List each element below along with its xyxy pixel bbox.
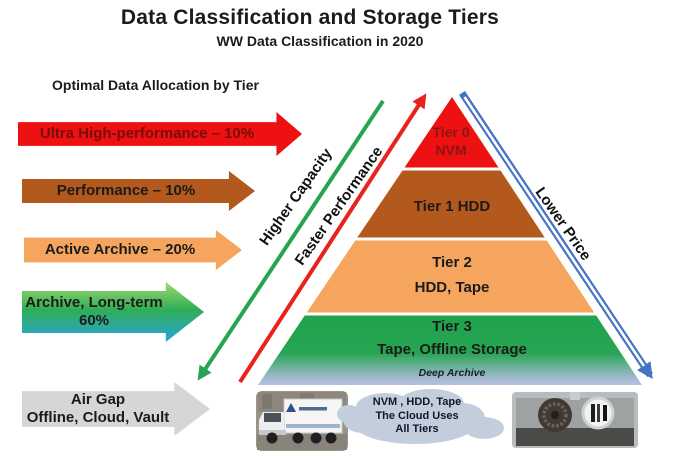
arrow-label-line2: Offline, Cloud, Vault bbox=[26, 409, 170, 426]
arrow-label: Ultra High-performance – 10% bbox=[39, 125, 255, 142]
tier2-name: Tier 2 bbox=[432, 254, 472, 271]
tier3-detail: Tape, Offline Storage bbox=[377, 341, 527, 358]
higher-capacity-arrow bbox=[197, 99, 385, 381]
tier0-detail: NVM bbox=[435, 142, 467, 158]
deep-archive-label: Deep Archive bbox=[418, 367, 486, 379]
arrow-label: Active Archive – 20% bbox=[44, 241, 196, 258]
lower-price-arrow-inner bbox=[463, 96, 646, 367]
cloud-shape bbox=[337, 389, 504, 444]
cloud-line-2: The Cloud Uses bbox=[375, 409, 459, 422]
arrow-label-line2: 60% bbox=[78, 312, 110, 329]
tier3-name: Tier 3 bbox=[432, 318, 472, 335]
pyramid-tier2-shape bbox=[305, 239, 596, 314]
pyramid-tier3-shape bbox=[258, 314, 642, 385]
allocation-heading: Optimal Data Allocation by Tier bbox=[52, 77, 259, 93]
page-title: Data Classification and Storage Tiers bbox=[120, 6, 500, 29]
tier0-name: Tier 0 bbox=[432, 124, 470, 140]
pyramid-tier0-shape bbox=[403, 97, 500, 169]
arrow-label: Archive, Long-term bbox=[25, 294, 163, 311]
cloud-line-1: NVM , HDD, Tape bbox=[372, 396, 462, 408]
cloud-callout: NVM , HDD, Tape The Cloud Uses All Tiers bbox=[352, 396, 482, 437]
faster-performance-arrow bbox=[238, 93, 427, 384]
arrow-archive-long-term: Archive, Long-term 60% bbox=[22, 282, 204, 342]
arrow-label: Air Gap bbox=[70, 391, 126, 408]
page-subtitle: WW Data Classification in 2020 bbox=[216, 33, 424, 49]
cloud-line-3: All Tiers bbox=[395, 423, 439, 435]
tier1-name: Tier 1 HDD bbox=[413, 198, 491, 215]
truck-photo bbox=[256, 391, 348, 451]
arrow-label: Performance – 10% bbox=[56, 182, 196, 199]
pyramid-tier1-shape bbox=[356, 169, 546, 239]
tier2-detail: HDD, Tape bbox=[414, 279, 490, 296]
vault-photo bbox=[512, 392, 638, 448]
